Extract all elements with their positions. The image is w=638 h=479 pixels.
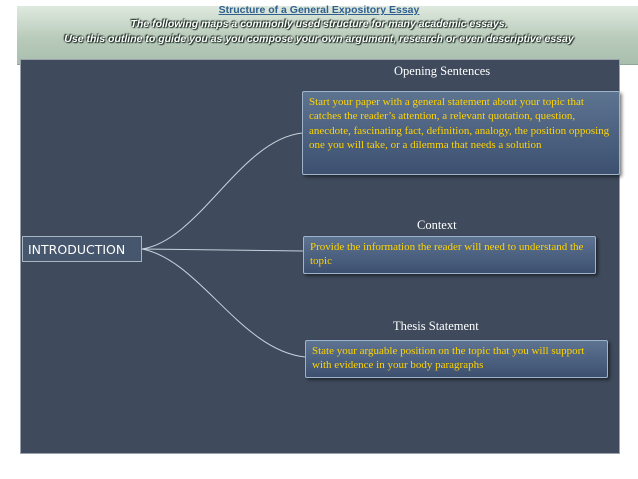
heading-opening-sentences: Opening Sentences xyxy=(394,64,491,78)
leaf-opening-sentences: Start your paper with a general statemen… xyxy=(302,91,620,175)
heading-context: Context xyxy=(417,218,457,232)
connector-opening xyxy=(141,132,303,250)
leaf-thesis-statement: State your arguable position on the topi… xyxy=(305,340,608,378)
connector-context xyxy=(141,248,304,252)
introduction-node: INTRODUCTION xyxy=(22,236,142,262)
subtitle-line-2: Use this outline to guide you as you com… xyxy=(64,33,574,45)
heading-thesis-statement: Thesis Statement xyxy=(393,319,479,333)
connector-thesis xyxy=(141,248,306,358)
subtitle-line-1: The following maps a commonly used struc… xyxy=(130,18,508,30)
page-title: Structure of a General Expository Essay xyxy=(218,4,420,16)
leaf-context: Provide the information the reader will … xyxy=(303,236,596,274)
